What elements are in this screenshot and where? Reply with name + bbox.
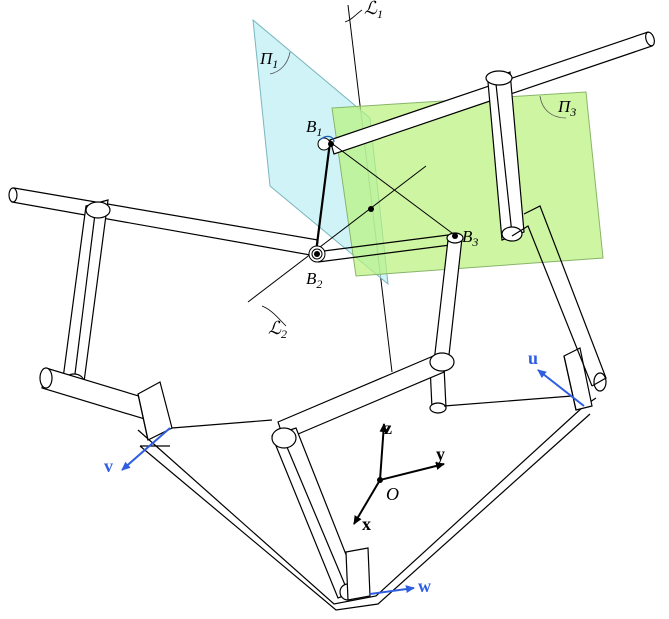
label-B2: B2 [306, 269, 322, 291]
link-upper-right [485, 70, 525, 242]
rod-upper-left [8, 187, 319, 257]
label-pi3: Π3 [557, 97, 576, 119]
link-right-lower [511, 205, 607, 392]
coordinate-frame [353, 423, 445, 525]
link-upper-left [61, 199, 111, 391]
unit-vectors [121, 369, 585, 595]
vector-label-w: w [418, 576, 431, 596]
axis-label-y: y [436, 444, 445, 464]
joint-b2 [308, 245, 326, 263]
axis-line-L2 [247, 165, 427, 303]
label-B1: B1 [306, 117, 322, 139]
label-origin: O [386, 484, 399, 504]
axis-label-x: x [362, 514, 371, 534]
rod-center-lower [277, 352, 455, 441]
label-pi1: Π1 [259, 49, 278, 71]
label-L1: ℒ1 [364, 0, 383, 21]
label-L2: ℒ2 [268, 318, 287, 341]
label-B3: B3 [462, 227, 478, 249]
rod-lower-left [39, 367, 153, 421]
joint-b3 [452, 233, 458, 239]
axis-label-z: z [384, 418, 392, 438]
joint-b1 [317, 135, 335, 151]
vector-label-u: u [528, 348, 538, 368]
plane-pi3 [331, 91, 604, 277]
vector-label-v: v [104, 456, 113, 476]
